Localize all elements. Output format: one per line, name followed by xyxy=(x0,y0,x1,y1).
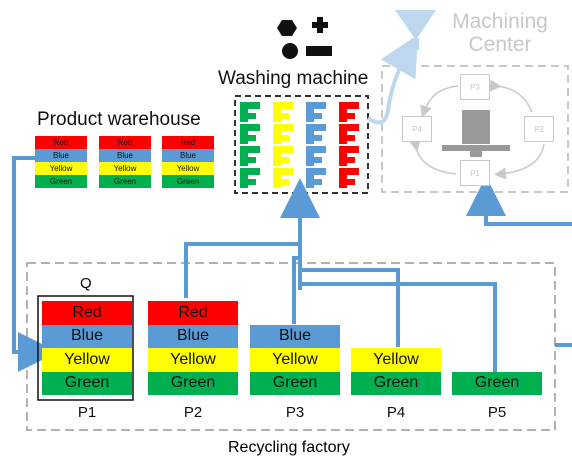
washing-machine-frame xyxy=(234,95,369,194)
recycle-p3-blue: Blue xyxy=(250,324,340,348)
warehouse-layer-blue: Blue xyxy=(99,149,151,162)
product-warehouse-title: Product warehouse xyxy=(37,109,201,130)
warehouse-layer-green: Green xyxy=(99,175,151,188)
recycle-position-label: P2 xyxy=(183,404,203,421)
warehouse-layer-red: Red xyxy=(35,136,87,149)
washer-part-blue xyxy=(306,168,326,188)
washer-part-green xyxy=(240,124,260,144)
warehouse-layer-yellow: Yellow xyxy=(99,162,151,175)
recycle-p2-red: Red xyxy=(148,301,238,325)
warehouse-layer-red: Red xyxy=(99,136,151,149)
recycle-p4-yellow: Yellow xyxy=(351,348,441,372)
warehouse-layer-green: Green xyxy=(162,175,214,188)
washer-part-yellow xyxy=(273,124,293,144)
washer-part-blue xyxy=(306,146,326,166)
flow-warehouse-to-p1 xyxy=(12,156,58,372)
recycle-position-label: P1 xyxy=(77,404,97,421)
flow-washer-to-machining xyxy=(366,34,418,125)
washer-part-green xyxy=(240,102,260,122)
recycle-p1-blue: Blue xyxy=(42,324,132,348)
recycle-p1-red: Red xyxy=(42,301,132,325)
washing-machine-title: Washing machine xyxy=(218,68,369,89)
recycle-p2-yellow: Yellow xyxy=(148,348,238,372)
recycle-p2-green: Green xyxy=(148,371,238,395)
washer-part-blue xyxy=(306,102,326,122)
warehouse-layer-yellow: Yellow xyxy=(162,162,214,175)
washer-part-yellow xyxy=(273,168,293,188)
q-label: Q xyxy=(80,275,92,292)
recycle-position-label: P4 xyxy=(386,404,406,421)
machine-tool-icon xyxy=(442,110,510,157)
recycle-p2-blue: Blue xyxy=(148,324,238,348)
recycle-p5-green: Green xyxy=(452,371,542,395)
recycle-p1-green: Green xyxy=(42,371,132,395)
flow-p2 xyxy=(184,242,298,298)
recycle-position-label: P5 xyxy=(487,404,507,421)
warehouse-layer-yellow: Yellow xyxy=(35,162,87,175)
warehouse-layer-blue: Blue xyxy=(35,149,87,162)
washer-part-green xyxy=(240,146,260,166)
warehouse-layer-red: Red xyxy=(162,136,214,149)
shape-icons xyxy=(277,17,332,59)
machining-station-p4: P4 xyxy=(402,116,432,142)
warehouse-layer-blue: Blue xyxy=(162,149,214,162)
recycle-p4-green: Green xyxy=(351,371,441,395)
washer-part-red xyxy=(339,102,359,122)
funnel-icon xyxy=(395,10,436,40)
washer-part-yellow xyxy=(273,102,293,122)
recycle-p3-green: Green xyxy=(250,371,340,395)
washer-part-red xyxy=(339,168,359,188)
flow-machining-to-recycle xyxy=(466,176,572,226)
machining-station-p1: P1 xyxy=(460,160,490,186)
washer-part-green xyxy=(240,168,260,188)
washer-part-red xyxy=(339,124,359,144)
recycling-factory-title: Recycling factory xyxy=(228,439,350,456)
q-selection-box xyxy=(37,295,134,401)
recycle-p1-yellow: Yellow xyxy=(42,348,132,372)
washer-part-yellow xyxy=(273,146,293,166)
machining-center-title: Machining Center xyxy=(452,10,548,57)
flow-p4 xyxy=(300,268,400,347)
warehouse-layer-green: Green xyxy=(35,175,87,188)
machining-station-p2: P2 xyxy=(524,116,554,142)
washer-part-red xyxy=(339,146,359,166)
recycle-p3-yellow: Yellow xyxy=(250,348,340,372)
recycle-position-label: P3 xyxy=(285,404,305,421)
washer-part-blue xyxy=(306,124,326,144)
flow-p5 xyxy=(300,282,497,372)
machining-station-p3: P3 xyxy=(460,74,490,100)
